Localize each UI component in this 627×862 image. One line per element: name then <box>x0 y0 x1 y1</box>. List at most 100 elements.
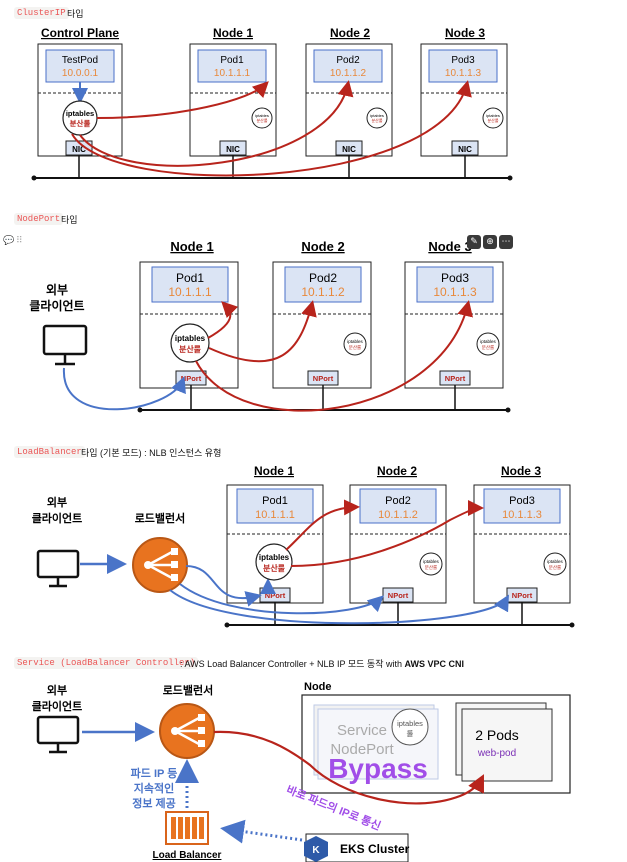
lb-node2-box: Pod2 10.1.1.2 iptables 분산룰 NPort <box>349 484 447 604</box>
control-plane-box: TestPod 10.0.0.1 NIC <box>37 43 123 157</box>
nodeport-label: NodePort <box>330 741 394 758</box>
lb-nport2: NPort <box>388 591 409 600</box>
nic-node1-label: NIC <box>226 145 240 154</box>
bypass-label: Bypass <box>328 753 428 784</box>
np-pod3-label: Pod3 <box>441 271 469 285</box>
pods-count-label: 2 Pods <box>475 727 519 743</box>
service-nodeport-box: Service NodePort <box>313 704 439 780</box>
iptables-mini-label: iptables <box>370 113 384 118</box>
aws-elb-icon <box>159 703 215 759</box>
lb-lb-rule-label: 분산룰 <box>263 563 286 573</box>
info-line2: 지속적인 <box>134 781 174 795</box>
lb-iptables-circle: iptables 분산룰 <box>255 543 293 581</box>
pod2-label: Pod2 <box>336 55 360 66</box>
svc-lb-title: 로드밸런서 <box>163 683 214 697</box>
np-pod1-label: Pod1 <box>176 271 204 285</box>
eks-label: EKS Cluster <box>340 842 410 856</box>
node1-title: Node 1 <box>213 26 253 40</box>
lb-iptables-label: iptables <box>259 553 290 562</box>
pods-box: 2 Pods web-pod <box>455 702 553 782</box>
loadbalancer-code-label: LoadBalancer <box>14 446 85 458</box>
node1-box: Pod1 10.1.1.1 iptables 분산룰 NIC <box>189 43 277 157</box>
pod3-ip: 10.1.1.3 <box>445 68 482 79</box>
control-plane-title: Control Plane <box>41 26 119 40</box>
np-pod3-ip: 10.1.1.3 <box>433 285 477 299</box>
np-pod2-label: Pod2 <box>309 271 337 285</box>
rule-mini-label: 분산룰 <box>349 344 361 351</box>
iptables-rule-circle: iptables 분산룰 <box>62 100 98 136</box>
rule-mini-label: 분산룰 <box>549 564 561 571</box>
node2-title: Node 2 <box>330 26 370 40</box>
iptables-mini-label: iptables <box>347 339 363 344</box>
nic-node3-label: NIC <box>458 145 472 154</box>
testpod-label: TestPod <box>62 55 98 66</box>
pod1-ip: 10.1.1.1 <box>214 68 251 79</box>
aws-elb-icon <box>132 537 188 593</box>
k8s-icon: K <box>312 845 320 856</box>
pod1-label: Pod1 <box>220 55 244 66</box>
monitor-icon <box>36 549 80 588</box>
testpod-ip: 10.0.0.1 <box>62 68 99 79</box>
web-pod-label: web-pod <box>477 748 516 759</box>
node2-box: Pod2 10.1.1.2 iptables 분산룰 NIC <box>305 43 393 157</box>
iptables-mini-label: iptables <box>423 559 439 564</box>
lb-pod2-label: Pod2 <box>385 495 411 507</box>
np-node1-box: Pod1 10.1.1.1 NPort <box>139 261 239 389</box>
rule-mini-label: 분산룰 <box>425 564 437 571</box>
np-node3-box: Pod3 10.1.1.3 iptables 분산룰 NPort <box>404 261 504 389</box>
load-balancer-controller-label: Load Balancer <box>153 850 222 861</box>
nic-cp-label: NIC <box>72 145 86 154</box>
svc-iptables-circle: iptables 룰 <box>391 708 429 746</box>
drag-handle-icon[interactable]: ⠿ <box>16 236 23 246</box>
cluster-ip-type-suffix: 타입 <box>67 9 84 19</box>
lb-node2-title: Node 2 <box>377 464 417 478</box>
service-code-label: Service (LoadBalancer Controller) <box>14 657 199 669</box>
rule-mini-label: 분산룰 <box>482 344 494 351</box>
rule-mini-label: 분산룰 <box>256 117 267 123</box>
iptables-mini-label: iptables <box>255 113 269 118</box>
np-node2-title: Node 2 <box>301 239 344 254</box>
lb-nport3: NPort <box>512 591 533 600</box>
np-pod1-ip: 10.1.1.1 <box>168 285 212 299</box>
lb-node3-title: Node 3 <box>501 464 541 478</box>
monitor-icon <box>42 324 88 366</box>
lb-pod3-ip: 10.1.1.3 <box>502 509 542 521</box>
iptables-mini-label: iptables <box>480 339 496 344</box>
nodeport-code-label: NodePort <box>14 213 64 225</box>
service-label: Service <box>337 722 387 739</box>
np-nport3: NPort <box>445 374 466 383</box>
node3-box: Pod3 10.1.1.3 iptables 분산룰 NIC <box>420 43 508 157</box>
nodeport-diagram: Node 1 Node 2 Node 3 외부 클라이언트 Pod1 10.1.… <box>29 239 511 413</box>
lb-client-line2: 클라이언트 <box>32 511 83 525</box>
add-toolbar-icon[interactable]: ⊕ <box>483 235 497 249</box>
suffix-alb: AWS Load Balancer Controller + NLB IP <box>184 659 346 669</box>
node3-title: Node 3 <box>445 26 485 40</box>
lb-client-line1: 외부 <box>47 495 67 509</box>
np-node1-title: Node 1 <box>170 239 213 254</box>
service-type-suffix: : AWS Load Balancer Controller + NLB IP … <box>180 657 464 670</box>
np-iptables-circle: iptables 분산룰 <box>170 323 210 363</box>
comment-toolbar-icon[interactable]: ✎ <box>467 235 481 249</box>
svc-iptables-label: iptables <box>397 719 423 728</box>
monitor-icon <box>36 715 80 754</box>
suffix-vpc-cni: AWS VPC CNI <box>404 659 465 669</box>
np-client-line1: 외부 <box>46 282 68 297</box>
np-node3-title: Node 3 <box>428 239 471 254</box>
loadbalancer-diagram: Node 1 Node 2 Node 3 외부 클라이언트 로드밸런서 Pod1… <box>32 464 575 628</box>
more-toolbar-icon[interactable]: ⋯ <box>499 235 513 249</box>
lb-node3-box: Pod3 10.1.1.3 iptables 분산룰 NPort <box>473 484 571 604</box>
np-nport2: NPort <box>313 374 334 383</box>
lb-pod1-ip: 10.1.1.1 <box>255 509 295 521</box>
rule-mini-label: 분산룰 <box>487 117 498 123</box>
service-lbc-diagram: 외부 클라이언트 로드밸런서 파드 IP 등 지속적인 정보 제공 Load B… <box>32 681 571 862</box>
comment-icon[interactable]: 💬 <box>3 236 15 246</box>
info-line1: 파드 IP 등 <box>131 766 178 780</box>
eks-cluster-box: K EKS Cluster <box>304 833 410 862</box>
lb-rule-label: 분산룰 <box>70 118 91 128</box>
iptables-mini-label: iptables <box>547 559 563 564</box>
svc-client-line2: 클라이언트 <box>32 699 83 713</box>
svc-client-line1: 외부 <box>47 683 67 697</box>
suffix-mode: 모드 동작 with <box>345 659 405 669</box>
rule-mini-label: 분산룰 <box>371 117 382 123</box>
pod3-label: Pod3 <box>451 55 475 66</box>
